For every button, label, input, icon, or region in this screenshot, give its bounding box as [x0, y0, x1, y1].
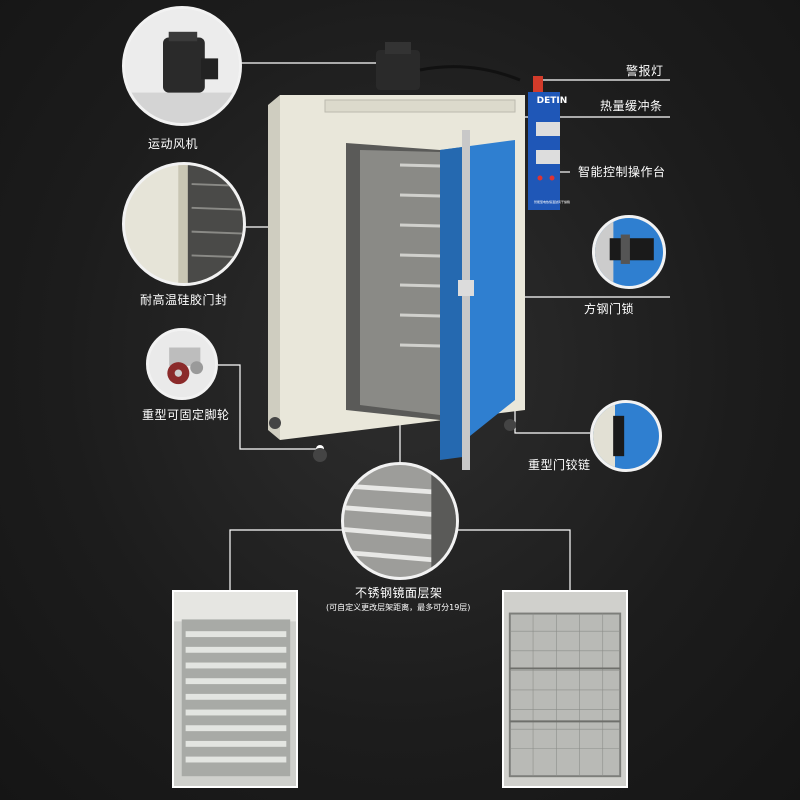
- silicone-seal-detail: [122, 162, 246, 286]
- shelf-title: 不锈钢镜面层架: [355, 586, 443, 600]
- motor-fan-label: 运动风机: [148, 137, 199, 151]
- door-lock-label: 方钢门锁: [584, 302, 635, 316]
- heat-buffer-label: 热量缓冲条: [600, 99, 663, 113]
- caster-label: 重型可固定脚轮: [142, 408, 230, 422]
- shelf-note: (可自定义更改层架距离，最多可分19层): [326, 603, 471, 612]
- wire-grid-shelf-photo: [502, 590, 628, 788]
- door-lock-detail: [592, 215, 666, 289]
- door-hinge-detail: [590, 400, 662, 472]
- brand-logo: DETIN: [536, 96, 568, 106]
- alarm-light-label: 警报灯: [626, 64, 664, 78]
- motor-fan-detail: [122, 6, 242, 126]
- caster-detail: [146, 328, 218, 400]
- shelf-detail: [341, 462, 459, 580]
- control-panel-label: 智能控制操作台: [578, 165, 666, 179]
- oven-illustration: [268, 42, 560, 470]
- mirror-shelf-photo: [172, 590, 298, 788]
- door-hinge-label: 重型门铰链: [528, 458, 591, 472]
- panel-caption: 智能型电热恒温鼓风干燥箱: [533, 200, 570, 204]
- silicone-seal-label: 耐高温硅胶门封: [140, 293, 228, 307]
